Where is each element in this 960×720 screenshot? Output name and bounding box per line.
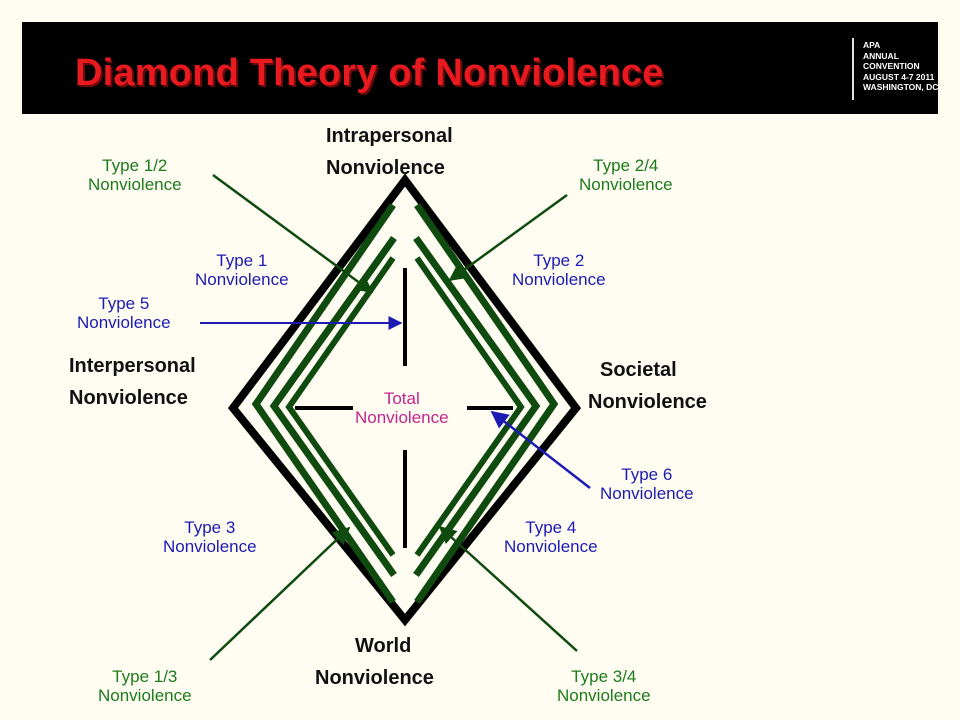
convention-line: ANNUAL bbox=[863, 50, 899, 61]
label-line: Type 3/4 bbox=[571, 667, 637, 686]
label-line: Type 5 bbox=[98, 294, 150, 313]
label-line: Type 3 bbox=[184, 518, 236, 537]
label-type-1-2: Type 1/2 Nonviolence bbox=[88, 156, 182, 194]
label-line: Nonviolence bbox=[163, 537, 257, 556]
label-world: World Nonviolence bbox=[315, 630, 434, 694]
label-type-3-4: Type 3/4 Nonviolence bbox=[557, 667, 651, 705]
label-line: Type 1/2 bbox=[102, 156, 168, 175]
label-line: Type 4 bbox=[525, 518, 577, 537]
convention-line: CONVENTION bbox=[863, 61, 920, 71]
label-line: Type 2 bbox=[533, 251, 585, 270]
label-type-3: Type 3 Nonviolence bbox=[163, 518, 257, 556]
label-line: Total bbox=[383, 389, 420, 408]
convention-line: AUGUST 4-7 2011 bbox=[863, 71, 935, 82]
label-type-1: Type 1 Nonviolence bbox=[195, 251, 289, 289]
arrow-type-6 bbox=[490, 410, 591, 489]
label-line: Nonviolence bbox=[195, 270, 289, 289]
slide-title: Diamond Theory of Nonviolence bbox=[75, 52, 664, 94]
label-type-6: Type 6 Nonviolence bbox=[600, 465, 694, 503]
convention-line: APA bbox=[863, 40, 881, 50]
green-line-mid-right bbox=[413, 235, 541, 578]
label-line: Type 6 bbox=[621, 465, 673, 484]
label-line: Nonviolence bbox=[98, 686, 192, 705]
label-type-2: Type 2 Nonviolence bbox=[512, 251, 606, 289]
label-interpersonal: Interpersonal Nonviolence bbox=[69, 350, 196, 414]
label-line: Nonviolence bbox=[504, 537, 598, 556]
outer-diamond bbox=[227, 173, 582, 627]
label-line: World bbox=[355, 635, 412, 657]
label-line: Nonviolence bbox=[579, 175, 673, 194]
green-line-mid-left bbox=[269, 235, 397, 578]
label-type-4: Type 4 Nonviolence bbox=[504, 518, 598, 556]
label-line: Type 1/3 bbox=[112, 667, 178, 686]
arrow-type-1-2 bbox=[212, 173, 374, 294]
label-total-nonviolence: Total Nonviolence bbox=[355, 389, 449, 427]
label-line: Nonviolence bbox=[557, 686, 651, 705]
label-type-2-4: Type 2/4 Nonviolence bbox=[579, 156, 673, 194]
convention-logo: APA ANNUAL CONVENTION AUGUST 4-7 2011 WA… bbox=[863, 40, 938, 93]
label-line: Type 1 bbox=[216, 251, 268, 270]
label-line: Nonviolence bbox=[315, 667, 434, 689]
label-line: Nonviolence bbox=[69, 387, 188, 409]
label-line: Nonviolence bbox=[326, 157, 445, 179]
label-line: Interpersonal bbox=[69, 355, 196, 377]
header-bar: Diamond Theory of Nonviolence Diamond Th… bbox=[22, 22, 938, 114]
green-line-inner-right bbox=[414, 256, 525, 557]
label-line: Nonviolence bbox=[355, 408, 449, 427]
header-divider bbox=[852, 38, 854, 100]
label-line: Intrapersonal bbox=[326, 125, 453, 147]
arrow-type-2-4 bbox=[448, 193, 568, 282]
label-intrapersonal: Intrapersonal Nonviolence bbox=[326, 120, 453, 184]
label-type-5: Type 5 Nonviolence bbox=[77, 294, 171, 332]
label-line: Type 2/4 bbox=[593, 156, 659, 175]
label-type-1-3: Type 1/3 Nonviolence bbox=[98, 667, 192, 705]
label-societal: Societal Nonviolence bbox=[588, 354, 707, 418]
label-line: Nonviolence bbox=[88, 175, 182, 194]
label-line: Societal bbox=[600, 359, 677, 381]
label-line: Nonviolence bbox=[588, 391, 707, 413]
arrow-type-1-3 bbox=[209, 526, 351, 661]
label-line: Nonviolence bbox=[600, 484, 694, 503]
label-line: Nonviolence bbox=[512, 270, 606, 289]
title-shadow: Diamond Theory of Nonviolence bbox=[77, 54, 666, 96]
label-line: Nonviolence bbox=[77, 313, 171, 332]
arrow-type-3-4 bbox=[438, 525, 578, 652]
green-line-inner-left bbox=[285, 256, 396, 557]
convention-line: WASHINGTON, DC bbox=[863, 82, 939, 92]
